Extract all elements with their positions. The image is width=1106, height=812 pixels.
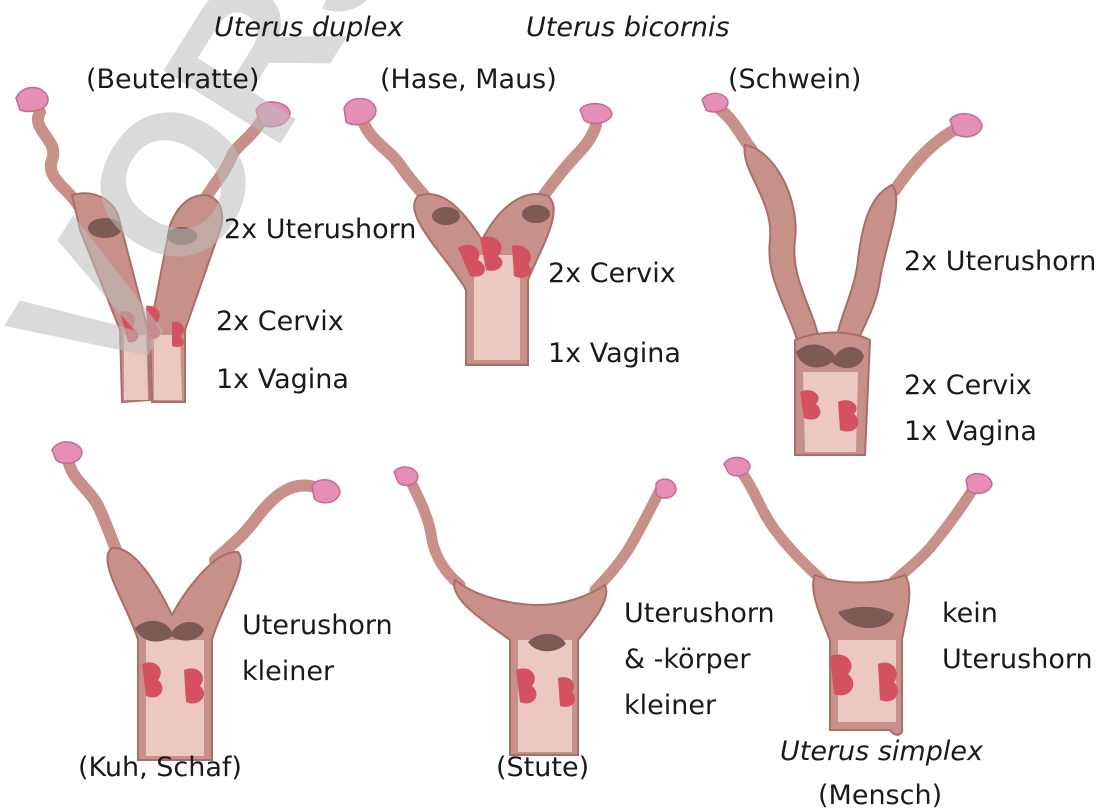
beutelratte-label-cervix: 2x Cervix [216, 308, 344, 335]
schwein-left-horn [744, 145, 820, 350]
kuh-right-ovary [312, 480, 340, 503]
hase-left-horn-lumen [432, 207, 460, 225]
schwein-right-tube [895, 128, 958, 190]
mensch-label-kein: kein [942, 600, 998, 627]
mensch-species: (Mensch) [818, 782, 942, 809]
beutelratte-type-title: Uterus duplex [214, 14, 403, 41]
mensch-type-title: Uterus simplex [780, 738, 983, 765]
schwein-left-tube [716, 106, 752, 150]
schwein-left-ovary [702, 93, 728, 112]
hase-maus-label-vagina: 1x Vagina [548, 340, 681, 367]
kuh-schaf-label-smaller: kleiner [242, 658, 334, 685]
schwein-label-vagina: 1x Vagina [904, 418, 1037, 445]
schwein-right-horn [835, 185, 896, 350]
hase-right-ovary [580, 104, 612, 124]
diagram-kuh-schaf-illustration [52, 442, 340, 760]
stute-left-ovary [394, 467, 418, 485]
kuh-left-tube [68, 458, 118, 555]
stute-left-tube [408, 476, 460, 585]
beutelratte-label-vagina: 1x Vagina [216, 366, 349, 393]
hase-left-tube [362, 118, 428, 200]
stute-label-smaller: kleiner [624, 692, 716, 719]
schwein-label-horn: 2x Uterushorn [904, 248, 1096, 275]
mensch-right-ovary [966, 474, 992, 494]
beutelratte-label-horn: 2x Uterushorn [224, 216, 416, 243]
mensch-left-ovary [724, 457, 750, 476]
schwein-species: (Schwein) [728, 66, 861, 93]
kuh-left-ovary [52, 442, 82, 463]
stute-label-horn: Uterushorn [624, 600, 775, 627]
beutelratte-species: (Beutelratte) [86, 66, 259, 93]
kuh-schaf-label-horn: Uterushorn [242, 612, 393, 639]
schwein-cervix-right [838, 400, 858, 431]
hase-right-tube [540, 125, 596, 200]
kuh-right-tube [215, 486, 318, 560]
hase-maus-type-title: Uterus bicornis [526, 14, 730, 41]
stute-right-ovary [656, 479, 676, 498]
mensch-right-tube [890, 486, 975, 585]
hase-maus-species: (Hase, Maus) [380, 66, 557, 93]
schwein-right-ovary [950, 114, 982, 137]
schwein-label-cervix: 2x Cervix [904, 372, 1032, 399]
stute-right-tube [595, 490, 660, 590]
diagram-mensch-illustration [724, 457, 992, 734]
hase-maus-label-cervix: 2x Cervix [548, 260, 676, 287]
hase-right-horn-lumen [522, 205, 550, 223]
stute-species: (Stute) [496, 754, 589, 781]
stute-label-body: & -körper [624, 646, 751, 673]
beutelratte-left-ovary [16, 88, 48, 112]
mensch-label-horn: Uterushorn [942, 646, 1093, 673]
kuh-schaf-species: (Kuh, Schaf) [78, 754, 242, 781]
mensch-left-tube [740, 470, 822, 580]
